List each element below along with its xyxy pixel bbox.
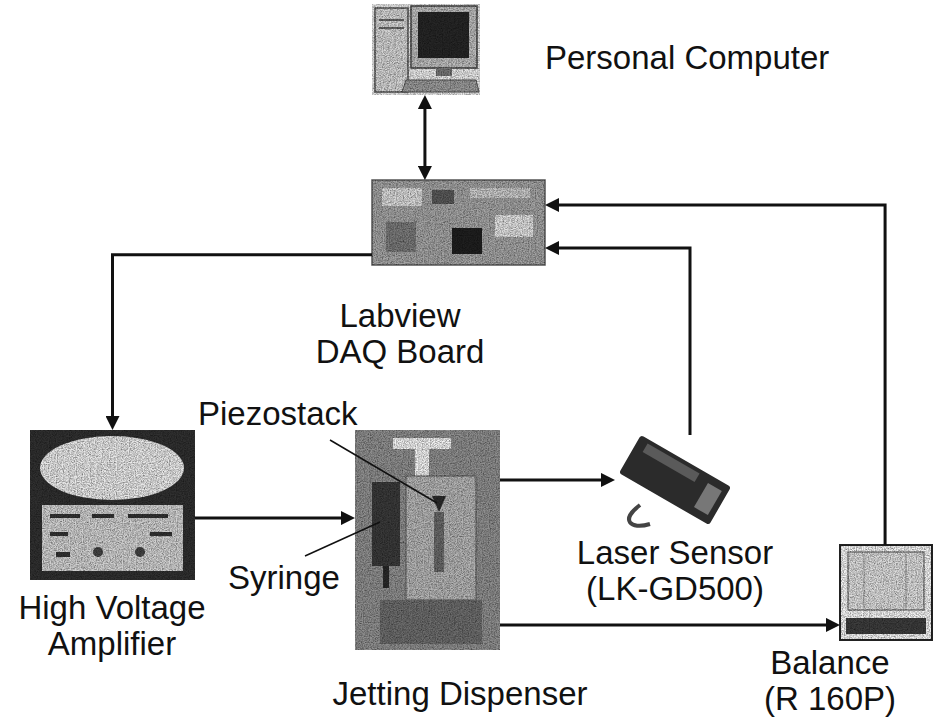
photo-ground xyxy=(372,4,480,95)
sensor-body xyxy=(619,435,731,525)
sensor-lens xyxy=(694,483,722,515)
photo-grain xyxy=(840,545,932,640)
amplifier-case xyxy=(30,430,195,580)
daq-board-box: Labview DAQ Board xyxy=(372,180,545,265)
amplifier-box: High Voltage Amplifier xyxy=(30,430,195,580)
device-label: High Voltage Amplifier xyxy=(7,590,217,663)
balance-case xyxy=(840,545,932,640)
photo-ground xyxy=(355,430,500,650)
photo-grain xyxy=(30,430,195,580)
laser-sensor-photo xyxy=(619,435,731,526)
daq-board-photo xyxy=(372,180,545,265)
leader-line xyxy=(305,522,380,556)
balance-photo xyxy=(840,545,932,640)
device-label: Jetting Dispenser xyxy=(310,676,610,712)
signal-arrow xyxy=(559,205,885,545)
part-label: Syringe xyxy=(228,560,340,596)
device-label: Personal Computer xyxy=(545,40,845,76)
sensor-case xyxy=(619,435,731,525)
board xyxy=(372,180,545,265)
device-label: Balance (R 160P) xyxy=(758,645,903,718)
device-label: Labview DAQ Board xyxy=(308,298,493,371)
laser-sensor-box: Laser Sensor (LK-GD500) xyxy=(615,435,735,525)
signal-arrow xyxy=(500,623,826,626)
signal-arrow xyxy=(195,517,341,520)
computer-photo-box: Personal Computer xyxy=(372,4,480,95)
dispenser-photo xyxy=(355,430,500,650)
dispenser-box: Jetting Dispenser xyxy=(355,430,500,650)
photo-grain xyxy=(355,430,500,650)
photo-grain xyxy=(372,4,480,95)
signal-arrow xyxy=(500,478,601,481)
part-label: Piezostack xyxy=(198,396,358,432)
leader-line xyxy=(330,440,437,503)
device-label: Laser Sensor (LK-GD500) xyxy=(570,535,780,608)
photo-grain xyxy=(372,180,545,265)
signal-arrow xyxy=(559,248,690,435)
balance-box: Balance (R 160P) xyxy=(840,545,932,640)
sensor-face xyxy=(643,443,700,482)
sensor-cable xyxy=(629,505,650,526)
computer-photo xyxy=(372,4,480,95)
amplifier-photo xyxy=(30,430,195,580)
signal-arrow xyxy=(423,109,426,166)
